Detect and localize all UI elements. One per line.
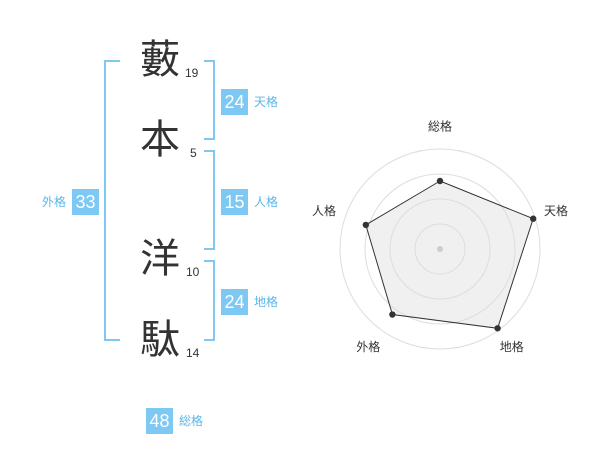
tenkaku-label: 天格 [254, 95, 279, 109]
radar-grid-ring [414, 223, 466, 275]
radar-point-3 [494, 325, 501, 332]
name-char-1: 藪 [140, 37, 180, 83]
radar-center-dot [437, 246, 443, 252]
radar-series-line [365, 180, 534, 329]
radar-area [365, 181, 534, 329]
radar-axis-label: 総格 [428, 119, 452, 134]
radar-grid-ring [339, 148, 541, 350]
soukaku-value: 48 [146, 408, 173, 434]
stroke-count-3: 10 [186, 265, 200, 279]
stroke-count-4: 14 [186, 346, 200, 360]
stroke-count-1: 19 [185, 66, 199, 80]
gaikaku-value: 33 [72, 189, 99, 215]
chikaku-label: 地格 [254, 295, 279, 309]
tenkaku-value: 24 [221, 89, 248, 115]
jinkaku-bracket [204, 150, 215, 250]
radar-grid-ring [389, 198, 491, 300]
radar-axis-label: 天格 [544, 203, 568, 218]
soukaku-label: 総格 [179, 414, 204, 428]
radar-point-1 [436, 177, 444, 185]
tenkaku-bracket [204, 60, 215, 140]
name-char-2: 本 [140, 117, 180, 163]
chikaku-value: 24 [221, 289, 248, 315]
radar-grid-ring [364, 173, 516, 325]
chikaku-bracket [204, 260, 215, 341]
radar-axis-label: 地格 [500, 339, 524, 354]
radar-point-2 [530, 215, 537, 222]
radar-point-4 [389, 311, 396, 318]
radar-axis-label: 人格 [312, 203, 336, 218]
gaikaku-label: 外格 [42, 195, 67, 209]
stroke-count-2: 5 [190, 146, 197, 160]
name-char-4: 駄 [140, 317, 180, 363]
jinkaku-value: 15 [221, 189, 248, 215]
radar-point-5 [362, 221, 370, 229]
gaikaku-bracket [104, 60, 120, 341]
jinkaku-label: 人格 [254, 195, 279, 209]
name-char-3: 洋 [140, 236, 180, 282]
radar-axis-label: 外格 [356, 339, 380, 354]
